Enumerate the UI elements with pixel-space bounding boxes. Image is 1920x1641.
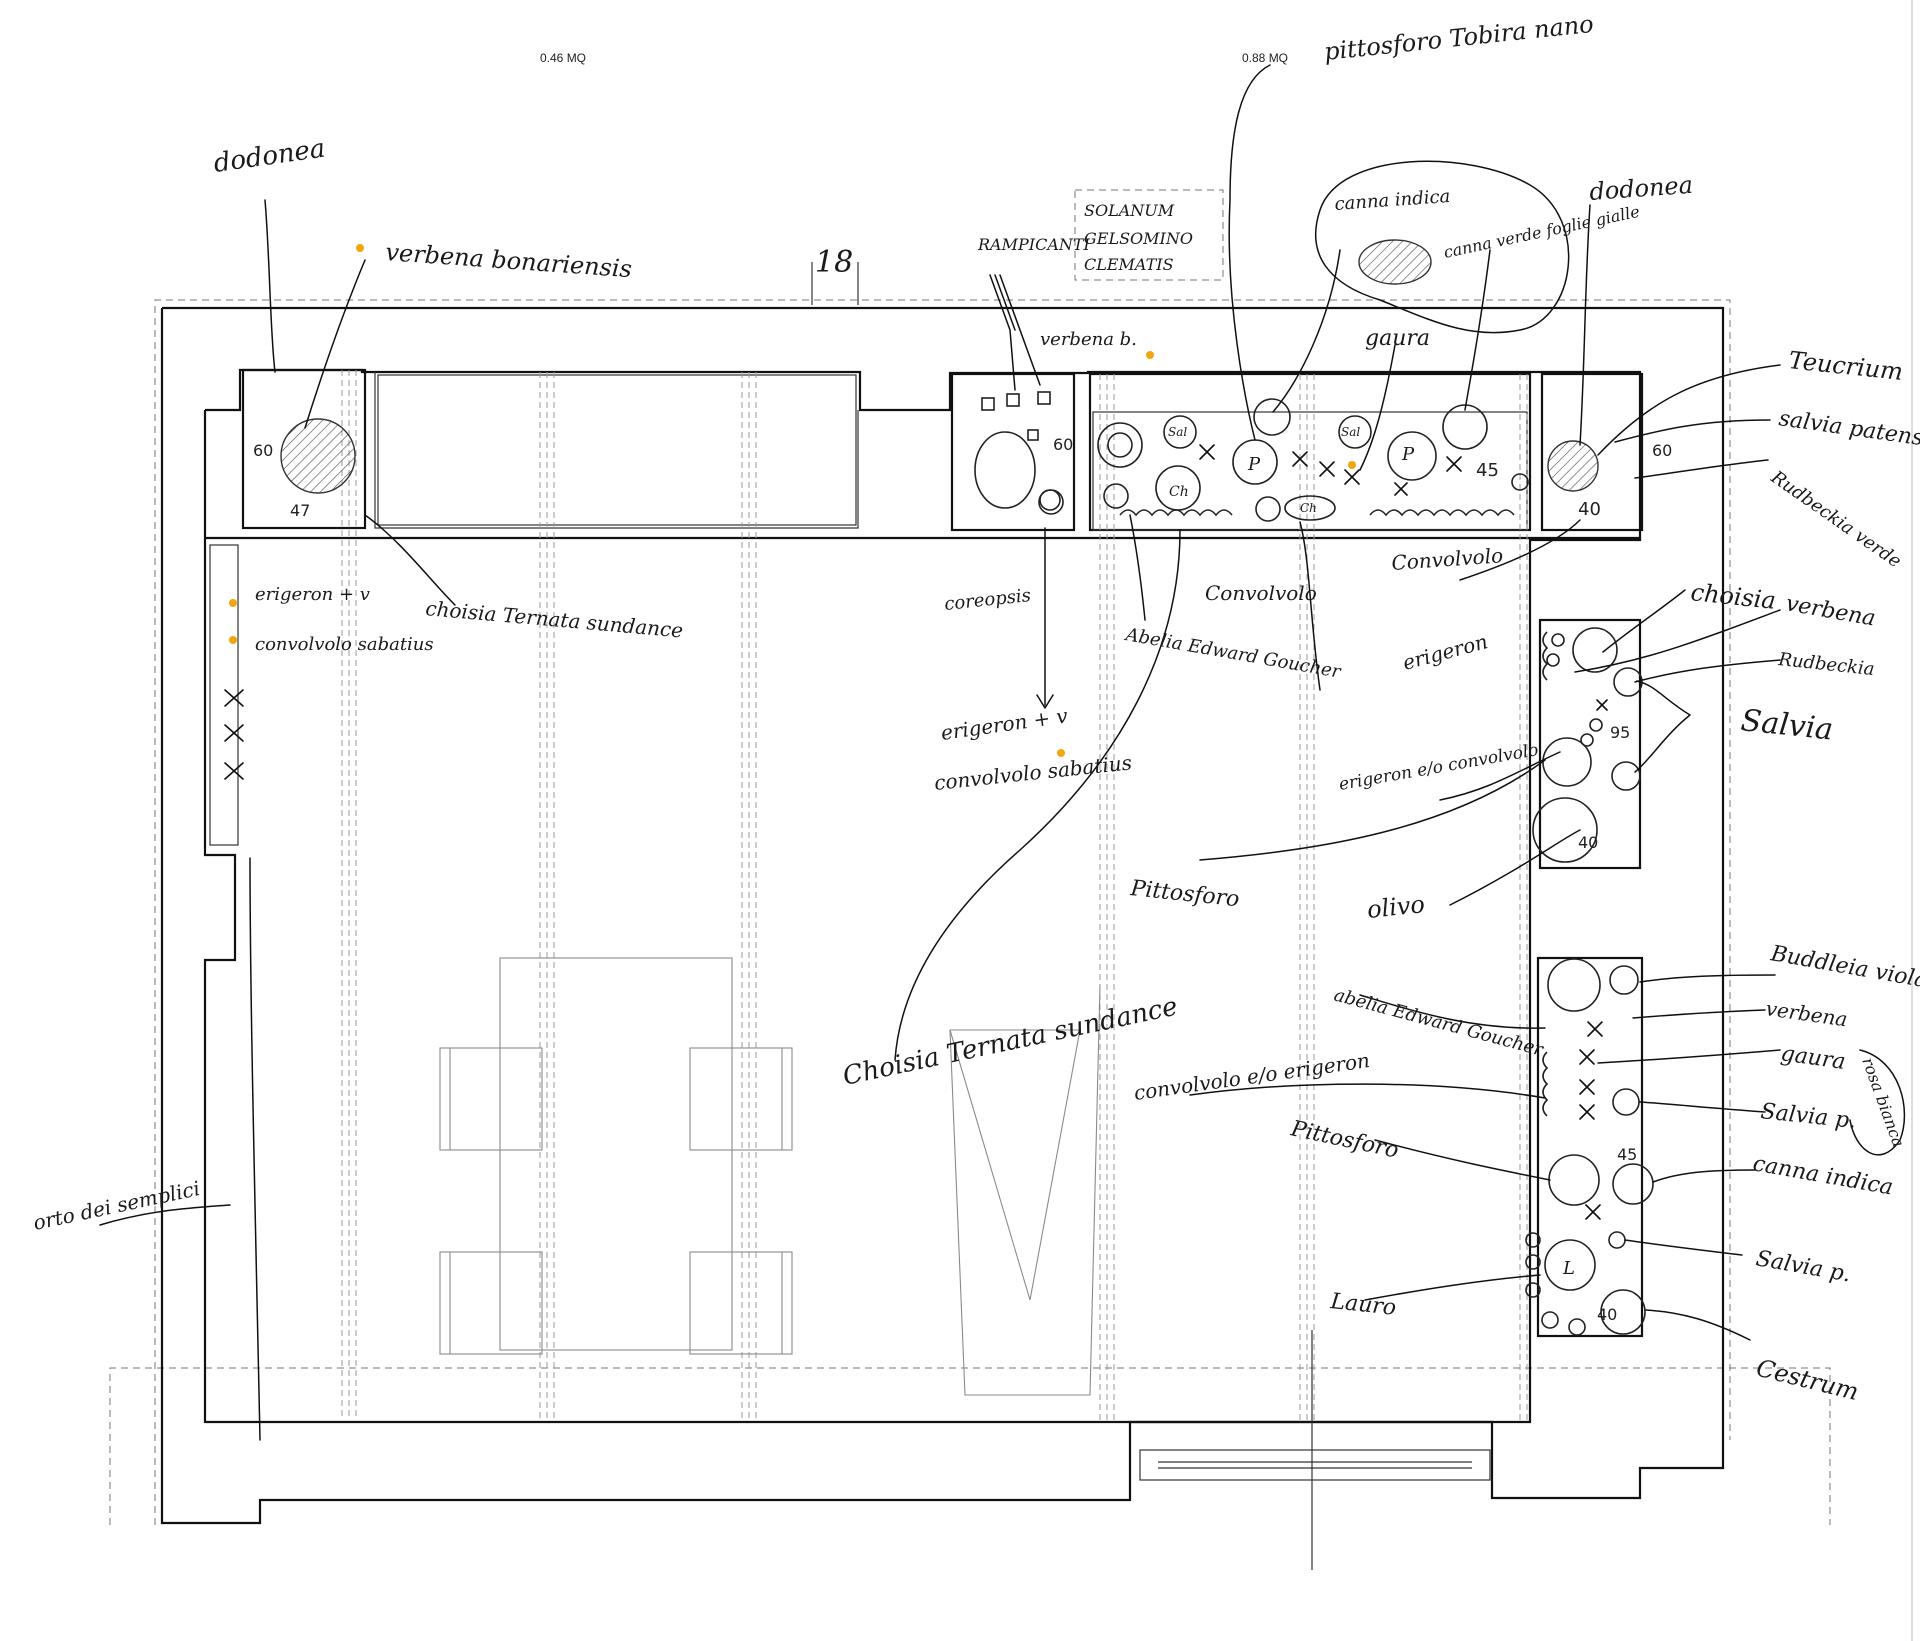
lounge-frame <box>949 984 1101 1396</box>
label-pittosforo-lower: Pittosforo <box>1288 1116 1401 1163</box>
label-verbena-right: verbena <box>1784 591 1877 631</box>
label-pittosforo-center: Pittosforo <box>1128 876 1240 912</box>
label-erigeron-right: erigeron <box>1400 629 1490 675</box>
handwritten-annotations: dodonea verbena bonariensis RAMPICANTI v… <box>31 10 1920 1406</box>
area-label-left: 0.46 MQ <box>540 51 586 65</box>
marker-dots <box>229 244 1356 757</box>
label-choisia-right: choisia <box>1689 578 1777 615</box>
label-convolvolo-sabatius-center: convolvolo sabatius <box>933 750 1133 795</box>
plant-circles-top <box>1038 398 1529 522</box>
svg-text:Ch: Ch <box>1169 484 1189 500</box>
planter-left-strip <box>209 544 239 846</box>
label-verbena-lower: verbena <box>1764 996 1849 1031</box>
svg-text:Sal: Sal <box>1341 425 1360 439</box>
label-abelia-top: Abelia Edward Goucher <box>1122 624 1343 683</box>
label-rudbeckia-verde: Rudbeckia verde <box>1766 466 1905 572</box>
climbers-label-box <box>1074 189 1224 281</box>
lower-dashed-outline <box>109 1367 1831 1525</box>
svg-text:40: 40 <box>1597 1305 1617 1324</box>
rosa-bianca-outline <box>1849 1049 1906 1156</box>
label-salvia-p-lower: Salvia p. <box>1754 1246 1853 1287</box>
label-salvia-p-upper: Salvia p. <box>1759 1099 1857 1134</box>
label-olivo: olivo <box>1366 890 1426 924</box>
label-dodonea-left: dodonea <box>212 134 327 179</box>
label-coreopsis: coreopsis <box>943 585 1031 615</box>
canna-outline-blob <box>1315 160 1570 334</box>
hatched-plant-dodonea-left <box>280 418 356 494</box>
svg-text:60: 60 <box>1652 441 1672 460</box>
entrance-door <box>1139 1449 1491 1481</box>
svg-text:47: 47 <box>290 501 310 520</box>
planter-top-long-inner <box>377 374 857 526</box>
svg-text:Sal: Sal <box>1168 425 1187 439</box>
label-gaura-top: gaura <box>1365 326 1430 351</box>
climber-squares <box>974 391 1061 511</box>
label-rosa-bianca: rosa bianca <box>1858 1055 1908 1150</box>
planter-top-center-inner <box>1092 411 1528 531</box>
svg-text:P: P <box>1401 444 1415 465</box>
planter-top-long <box>374 372 859 529</box>
label-erigeron-center: erigeron + v <box>939 703 1069 745</box>
label-convolvolo-left: convolvolo sabatius <box>255 634 434 655</box>
groundcover-strip-top <box>1119 509 1515 517</box>
rail-guides <box>341 370 1528 1420</box>
climber-gelsomino: GELSOMINO <box>1084 229 1193 248</box>
label-convolvolo-erigeron: convolvolo e/o erigeron <box>1132 1048 1371 1105</box>
svg-text:P: P <box>1247 454 1261 475</box>
lounge-outline <box>949 1029 1081 1301</box>
label-gaura-lower: gaura <box>1779 1041 1847 1075</box>
label-verbena-b: verbena b. <box>1040 329 1137 350</box>
planter-right-lower <box>1536 956 1644 1338</box>
area-label-right: 0.88 MQ <box>1242 51 1288 65</box>
plant-letter-markers: P P Ch L Sal Sal Ch <box>1168 425 1575 1279</box>
climber-clematis: CLEMATIS <box>1084 255 1174 274</box>
label-erigeron-left: erigeron + v <box>255 584 370 605</box>
label-salvia-right: Salvia <box>1739 703 1835 747</box>
label-rudbeckia-right: Rudbeckia <box>1776 649 1875 680</box>
svg-text:95: 95 <box>1610 723 1630 742</box>
dimension-mark: 18 <box>815 245 853 280</box>
planter-top-left <box>241 368 367 530</box>
label-choisia-center: Choisia Ternata sundance <box>840 992 1180 1092</box>
label-pittosforo-tobira: pittosforo Tobira nano <box>1323 10 1595 66</box>
groundcover-strip-right <box>1542 631 1549 1117</box>
leader-lines <box>99 64 1781 1441</box>
terrace-inner-wall <box>203 368 1642 1424</box>
climber-solanum: SOLANUM <box>1084 201 1175 220</box>
dining-table-set <box>439 957 793 1355</box>
label-convolvolo-center: Convolvolo <box>1205 581 1317 605</box>
svg-text:60: 60 <box>1053 435 1073 454</box>
label-rampicanti: RAMPICANTI <box>977 235 1091 254</box>
hatched-plant-dodonea-right <box>1547 440 1599 492</box>
label-canna-indica-top: canna indica <box>1334 186 1451 215</box>
planter-dimensions: 60 47 60 60 45 40 95 40 45 40 <box>253 435 1672 1324</box>
svg-text:40: 40 <box>1578 833 1598 852</box>
label-dodonea-right: dodonea <box>1588 171 1693 206</box>
terrace-outer-wall <box>160 306 1725 1525</box>
cross-marks <box>224 444 1608 1220</box>
label-cestrum: Cestrum <box>1754 1354 1862 1406</box>
label-erigeron-convolvolo: erigeron e/o convolvolo <box>1337 740 1540 795</box>
label-teucrium: Teucrium <box>1787 346 1904 386</box>
label-verbena-bonariensis: verbena bonariensis <box>385 238 633 283</box>
svg-text:Ch: Ch <box>1300 501 1317 515</box>
svg-text:40: 40 <box>1578 499 1601 520</box>
label-canna-indica-lower: canna indica <box>1751 1151 1895 1200</box>
svg-text:L: L <box>1562 1258 1575 1279</box>
hatched-canna-indica <box>1358 239 1432 285</box>
label-buddleia-viola: Buddleia viola <box>1768 941 1920 993</box>
planter-right-upper <box>1538 618 1642 870</box>
label-lauro: Lauro <box>1328 1289 1397 1321</box>
label-canna-verde: canna verde foglie gialle <box>1442 202 1641 262</box>
plant-circles-right-upper <box>1532 627 1643 863</box>
planter-top-right <box>1540 372 1644 532</box>
svg-text:45: 45 <box>1476 460 1499 481</box>
svg-text:60: 60 <box>253 441 273 460</box>
label-orto-dei-semplici: orto dei semplici <box>31 1176 202 1235</box>
svg-text:45: 45 <box>1617 1145 1637 1164</box>
outer-dashed-outline <box>154 299 1731 1525</box>
label-salvia-patens: salvia patens <box>1777 406 1920 451</box>
